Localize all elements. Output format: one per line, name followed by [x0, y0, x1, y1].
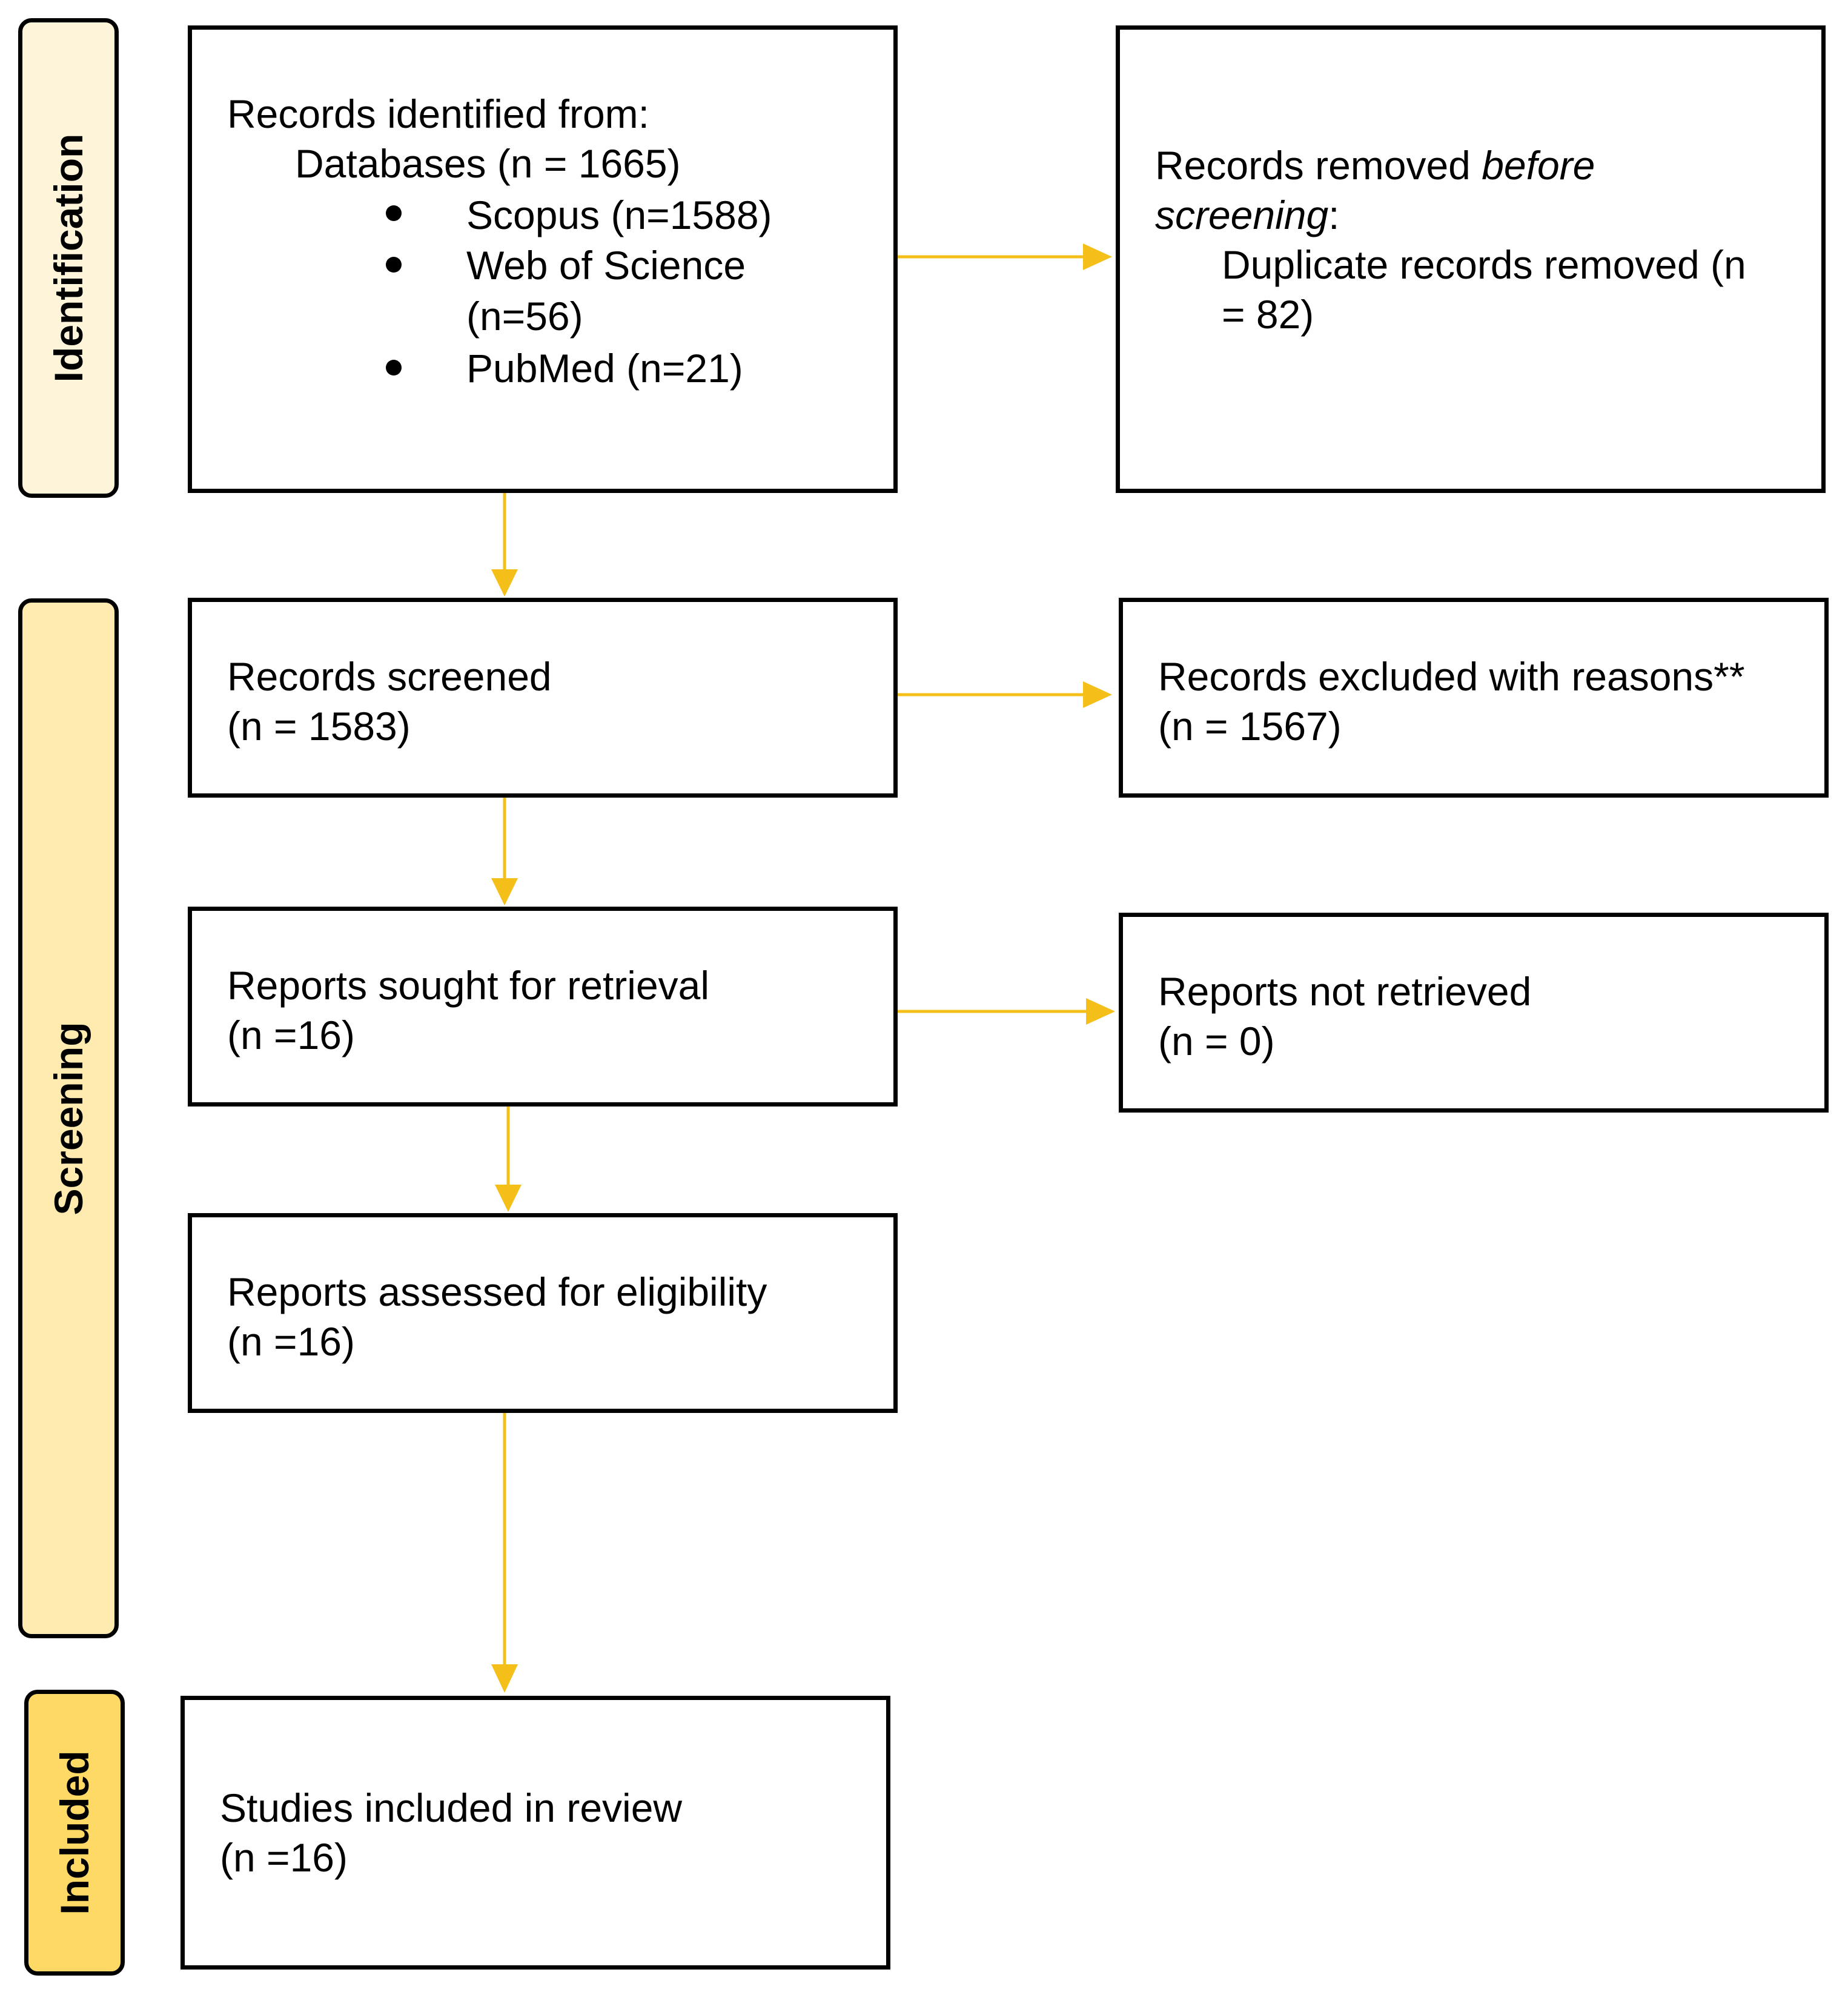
- records-removed-emph-screening: screening: [1155, 193, 1329, 237]
- arrow-sought-to-assessed: [495, 1107, 522, 1212]
- studies-included-box: Studies included in review (n =16): [180, 1696, 890, 1970]
- bullet-icon: [386, 257, 402, 273]
- bullet-icon: [386, 360, 402, 375]
- records-screened-label: Records screened: [227, 654, 552, 699]
- reports-not-retrieved-count: (n = 0): [1158, 1019, 1275, 1064]
- records-screened-box: Records screened (n = 1583): [188, 598, 898, 798]
- reports-not-retrieved-box: Reports not retrieved (n = 0): [1119, 913, 1829, 1113]
- records-excluded-label: Records excluded with reasons**: [1158, 654, 1745, 699]
- reports-sought-box: Reports sought for retrieval (n =16): [188, 907, 898, 1107]
- source-pubmed: PubMed (n=21): [466, 346, 743, 391]
- stage-identification: Identification: [18, 18, 119, 498]
- reports-assessed-label: Reports assessed for eligibility: [227, 1269, 767, 1314]
- databases-count: Databases (n = 1665): [295, 141, 681, 186]
- studies-included-label: Studies included in review: [220, 1785, 683, 1830]
- records-identified-heading: Records identified from:: [227, 91, 649, 136]
- bullet-icon: [386, 205, 402, 221]
- reports-sought-label: Reports sought for retrieval: [227, 963, 710, 1008]
- reports-assessed-count: (n =16): [227, 1319, 355, 1364]
- records-removed-emph-before: before: [1482, 143, 1595, 188]
- reports-sought-count: (n =16): [227, 1013, 355, 1057]
- duplicates-removed-line2: = 82): [1222, 292, 1314, 337]
- duplicates-removed-line1: Duplicate records removed (n: [1222, 242, 1746, 287]
- stage-screening: Screening: [18, 598, 119, 1638]
- records-removed-heading: Records removed before: [1155, 141, 1595, 190]
- arrow-identified-to-screened: [491, 493, 518, 597]
- arrow-identified-to-removed: [898, 243, 1112, 270]
- source-scopus: Scopus (n=1588): [466, 193, 772, 237]
- records-removed-box: Records removed before screening: Duplic…: [1116, 25, 1826, 493]
- records-removed-heading-line2: screening:: [1155, 190, 1340, 240]
- studies-included-count: (n =16): [220, 1835, 348, 1880]
- records-identified-box: Records identified from: Databases (n = …: [188, 25, 898, 493]
- records-excluded-count: (n = 1567): [1158, 704, 1342, 749]
- source-web-of-science: Web of Science: [466, 243, 746, 288]
- records-screened-count: (n = 1583): [227, 704, 411, 749]
- arrow-screened-to-sought: [491, 798, 518, 905]
- arrow-assessed-to-included: [491, 1413, 518, 1693]
- reports-assessed-box: Reports assessed for eligibility (n =16): [188, 1213, 898, 1413]
- arrow-sought-to-not-retrieved: [898, 998, 1115, 1025]
- arrow-screened-to-excluded: [898, 681, 1112, 708]
- stage-included: Included: [24, 1690, 125, 1976]
- reports-not-retrieved-label: Reports not retrieved: [1158, 969, 1532, 1014]
- records-removed-colon: :: [1328, 193, 1340, 237]
- source-web-of-science-count: (n=56): [466, 294, 583, 339]
- records-excluded-box: Records excluded with reasons** (n = 156…: [1119, 598, 1829, 798]
- records-removed-prefix: Records removed: [1155, 143, 1482, 188]
